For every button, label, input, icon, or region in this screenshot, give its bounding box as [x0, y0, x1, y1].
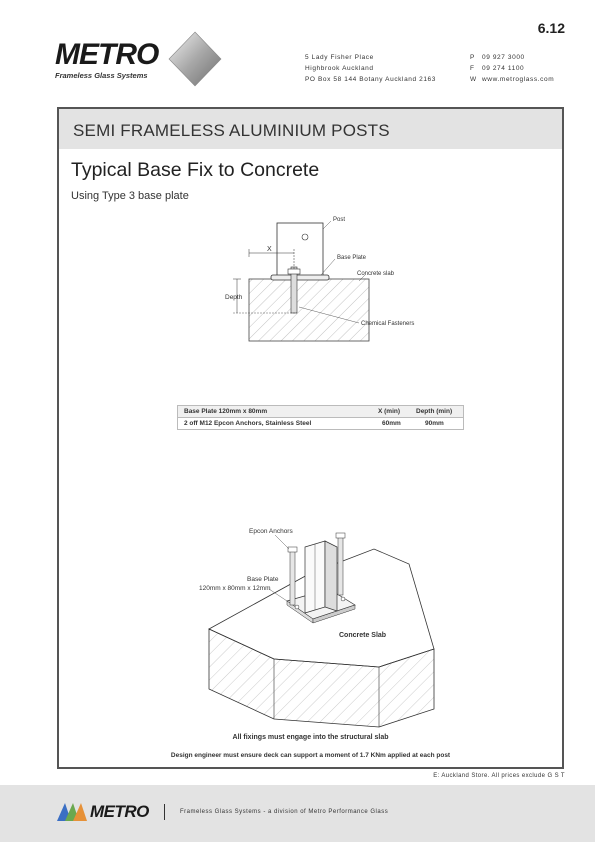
- spec-cell-depth: 90mm: [425, 420, 444, 427]
- logo-tagline: Frameless Glass Systems: [55, 71, 148, 80]
- address-block: 5 Lady Fisher Place Highbrook Auckland P…: [305, 52, 436, 85]
- footer: METRO Frameless Glass Systems - a divisi…: [0, 785, 595, 842]
- address-line: 5 Lady Fisher Place: [305, 54, 374, 61]
- address-line: Highbrook Auckland: [305, 65, 374, 72]
- page-number: 6.12: [537, 20, 565, 36]
- spec-header-plate: Base Plate 120mm x 80mm: [184, 408, 268, 415]
- label-base-plate-3d: Base Plate: [247, 576, 279, 583]
- concrete-slab-side: [208, 628, 435, 728]
- label-base-plate-dims: 120mm x 80mm x 12mm: [199, 585, 271, 592]
- logo-wordmark: METRO: [55, 38, 159, 71]
- label-base-plate: Base Plate: [337, 255, 367, 261]
- label-x: X: [267, 246, 272, 253]
- label-chemical-fasteners: Chemical Fasteners: [361, 321, 414, 327]
- spec-header-depth: Depth (min): [416, 408, 453, 415]
- spec-header-x: X (min): [378, 408, 401, 415]
- footer-logo-icon: [57, 803, 87, 821]
- spec-header-row: Base Plate 120mm x 80mm X (min) Depth (m…: [177, 405, 464, 418]
- logo-diamond-icon: [168, 31, 222, 87]
- anchor-right: [337, 534, 344, 596]
- footer-text: Frameless Glass Systems - a division of …: [180, 809, 389, 815]
- spec-cell-anchors: 2 off M12 Epcon Anchors, Stainless Steel: [184, 420, 312, 427]
- label-post: Post: [333, 217, 345, 223]
- doc-title: Typical Base Fix to Concrete: [71, 159, 320, 181]
- content-frame: SEMI FRAMELESS ALUMINIUM POSTS Typical B…: [57, 107, 564, 769]
- doc-subtitle: Using Type 3 base plate: [71, 190, 189, 202]
- label-depth: Depth: [225, 294, 243, 301]
- footer-wordmark: METRO: [90, 802, 149, 821]
- spec-cell-x: 60mm: [382, 420, 401, 427]
- section-diagram: X Depth Post Base Plate Concrete slab Ch…: [225, 217, 414, 342]
- concrete-slab-section: [248, 278, 370, 342]
- base-plate-section: [270, 274, 330, 281]
- label-concrete-slab: Concrete slab: [357, 271, 395, 277]
- table-row: 2 off M12 Epcon Anchors, Stainless Steel…: [177, 418, 464, 430]
- anchor-left: [289, 548, 296, 606]
- section-title: SEMI FRAMELESS ALUMINIUM POSTS: [73, 121, 390, 140]
- label-epcon-anchors: Epcon Anchors: [249, 528, 293, 535]
- legal-text: E: Auckland Store. All prices exclude G …: [433, 773, 565, 779]
- label-concrete-slab-3d: Concrete Slab: [339, 632, 386, 639]
- spec-table: Base Plate 120mm x 80mm X (min) Depth (m…: [177, 405, 464, 430]
- address-line: PO Box 58 144 Botany Auckland 2163: [305, 76, 436, 83]
- note-fixings: All fixings must engage into the structu…: [232, 734, 389, 741]
- isometric-diagram: Epcon Anchors Base Plate 120mm x 80mm x …: [199, 528, 435, 728]
- section-banner: SEMI FRAMELESS ALUMINIUM POSTS: [59, 109, 562, 149]
- note-engineer: Design engineer must ensure deck can sup…: [170, 752, 451, 759]
- metro-logo: METRO Frameless Glass Systems: [55, 31, 225, 88]
- footer-divider: [164, 804, 165, 820]
